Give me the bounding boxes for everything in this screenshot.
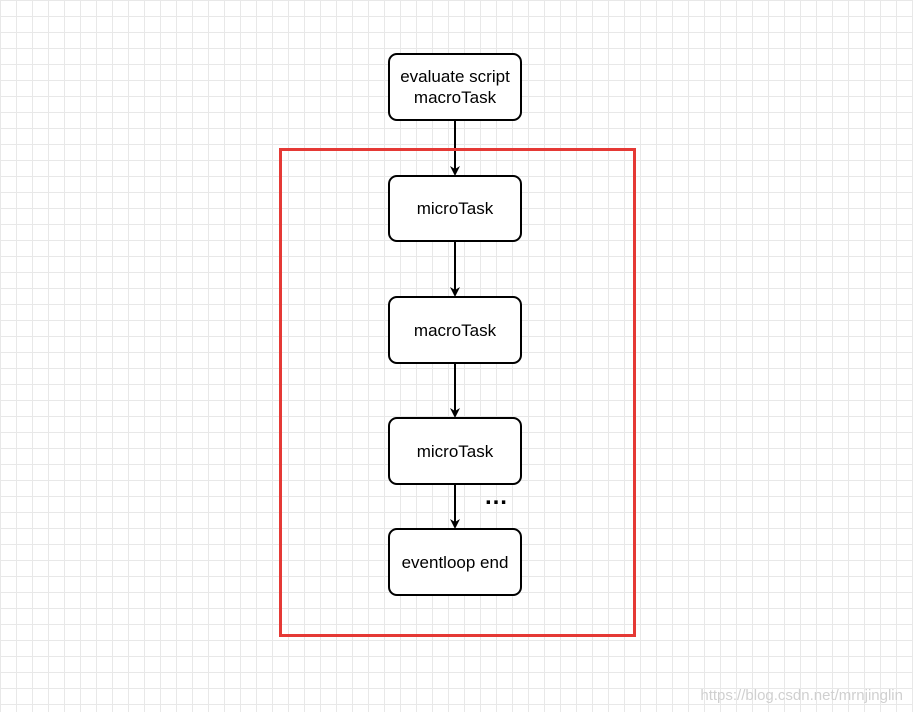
- continuation-ellipsis: …: [484, 483, 509, 510]
- evaluate-script-macrotask-node: evaluate script macroTask: [388, 53, 522, 121]
- event-loop-highlight-frame: [279, 148, 636, 637]
- microtask-node-2: microTask: [388, 417, 522, 485]
- eventloop-end-node: eventloop end: [388, 528, 522, 596]
- watermark-text: https://blog.csdn.net/mrnjinglin: [700, 687, 903, 704]
- microtask-node: microTask: [388, 175, 522, 242]
- macrotask-node: macroTask: [388, 296, 522, 364]
